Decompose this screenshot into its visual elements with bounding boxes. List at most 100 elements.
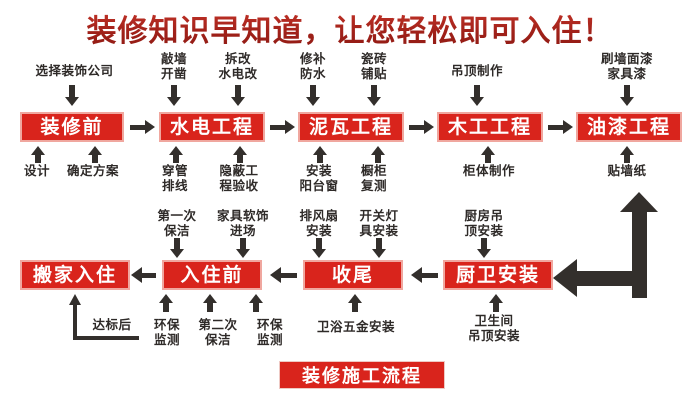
connector-bottom-0-shaft — [139, 273, 156, 278]
caption-above-top-5: 吊顶制作 — [450, 63, 503, 78]
caption-below-top-2: 穿管 排线 — [161, 163, 188, 193]
arrow-up-shaft-3 — [237, 154, 243, 163]
arrow-up2-head-4 — [489, 294, 503, 303]
arrow-down-shaft-3 — [310, 85, 316, 99]
arrow-up-head-5 — [371, 146, 385, 155]
arrow-up-head-6 — [481, 146, 495, 155]
big-connector-horizontal — [576, 271, 636, 286]
arrow-up-shaft-7 — [624, 154, 630, 163]
arrow-up2-shaft-0 — [163, 302, 169, 312]
arrow-up-head-2 — [169, 146, 183, 155]
arrow-down-shaft-6 — [624, 85, 630, 99]
connector-top-1-shaft — [270, 125, 286, 130]
arrow-up2-shaft-3 — [352, 302, 358, 312]
caption-above-bottom-3: 开关灯 具安装 — [359, 208, 399, 238]
caption-below-bottom-2: 第二次 保洁 — [198, 317, 238, 347]
caption-below-top-6: 柜体制作 — [462, 163, 515, 178]
arrow-down2-shaft-0 — [174, 238, 180, 250]
arrow-up-shaft-4 — [317, 154, 323, 163]
caption-above-bottom-4: 厨房吊 顶安装 — [464, 208, 504, 238]
arrow-up-head-1 — [88, 146, 102, 155]
feedback-arrow-head — [69, 294, 81, 305]
arrow-down2-head-1 — [236, 249, 250, 258]
arrow-up-head-3 — [233, 146, 247, 155]
arrow-down-head-0 — [65, 97, 79, 106]
arrow-down2-head-4 — [477, 249, 491, 258]
connector-top-2-head — [424, 120, 434, 134]
big-connector-left-head — [553, 259, 577, 297]
connector-top-0-shaft — [130, 125, 146, 130]
caption-below-bottom-5: 卫生间 吊顶安装 — [467, 313, 520, 343]
caption-below-bottom-3: 环保 监测 — [256, 317, 283, 347]
arrow-down-head-5 — [470, 97, 484, 106]
stage-box-top-4[interactable]: 油漆工程 — [576, 112, 682, 142]
arrow-up2-shaft-4 — [493, 302, 499, 312]
caption-below-bottom-4: 卫浴五金安装 — [316, 319, 395, 334]
connector-bottom-0-head — [131, 267, 142, 283]
caption-above-top-2: 拆改 水电改 — [218, 51, 258, 81]
page-title: 装修知识早知道，让您轻松即可入住！ — [0, 6, 700, 50]
stage-box-bottom-1[interactable]: 入住前 — [162, 260, 262, 290]
arrow-up-shaft-5 — [375, 154, 381, 163]
caption-above-top-4: 瓷砖 铺贴 — [360, 51, 387, 81]
stage-box-bottom-2[interactable]: 收尾 — [303, 260, 403, 290]
caption-below-top-7: 贴墙纸 — [607, 163, 647, 178]
arrow-up-shaft-1 — [92, 154, 98, 163]
stage-box-top-2[interactable]: 泥瓦工程 — [298, 112, 404, 142]
arrow-up-shaft-0 — [35, 154, 41, 163]
arrow-up-head-0 — [31, 146, 45, 155]
connector-top-3-head — [563, 120, 573, 134]
caption-below-top-4: 安装 阳台窗 — [299, 163, 339, 193]
arrow-down-shaft-0 — [69, 85, 75, 99]
connector-top-2-shaft — [409, 125, 425, 130]
connector-bottom-1-head — [270, 267, 281, 283]
big-connector-up-head — [620, 192, 658, 212]
stage-box-bottom-3[interactable]: 厨卫安装 — [443, 260, 553, 290]
caption-above-top-3: 修补 防水 — [299, 51, 326, 81]
feedback-line-vertical — [73, 304, 77, 340]
feedback-line-horizontal — [73, 336, 139, 340]
caption-below-top-3: 隐蔽工 程验收 — [219, 163, 259, 193]
caption-below-top-1: 确定方案 — [66, 163, 119, 178]
caption-below-top-0: 设计 — [23, 163, 50, 178]
arrow-down2-head-0 — [170, 249, 184, 258]
arrow-up2-head-3 — [348, 294, 362, 303]
caption-below-bottom-0: 达标后 — [92, 317, 132, 332]
arrow-up2-shaft-2 — [253, 302, 259, 312]
arrow-up2-head-2 — [249, 294, 263, 303]
arrow-down-head-3 — [306, 97, 320, 106]
caption-above-bottom-0: 第一次 保洁 — [157, 208, 197, 238]
stage-box-top-0[interactable]: 装修前 — [20, 112, 124, 142]
caption-above-top-6: 刷墙面漆 家具漆 — [600, 51, 653, 81]
arrow-down-shaft-2 — [235, 85, 241, 99]
arrow-down-head-1 — [167, 97, 181, 106]
arrow-up2-head-1 — [203, 294, 217, 303]
arrow-down2-shaft-2 — [316, 238, 322, 250]
footer-badge: 装修施工流程 — [279, 361, 445, 389]
caption-above-bottom-2: 排风扇 安装 — [299, 208, 339, 238]
arrow-down-head-2 — [231, 97, 245, 106]
stage-box-top-1[interactable]: 水电工程 — [159, 112, 265, 142]
arrow-down2-shaft-3 — [376, 238, 382, 250]
arrow-down2-head-3 — [372, 249, 386, 258]
arrow-down2-shaft-1 — [240, 238, 246, 250]
connector-bottom-1-shaft — [278, 273, 297, 278]
arrow-down-head-6 — [620, 97, 634, 106]
arrow-up-head-7 — [620, 146, 634, 155]
caption-below-top-5: 橱柜 复测 — [360, 163, 387, 193]
arrow-down2-shaft-4 — [481, 238, 487, 250]
arrow-down-shaft-4 — [371, 85, 377, 99]
connector-top-0-head — [145, 120, 155, 134]
connector-top-1-head — [285, 120, 295, 134]
arrow-up-head-4 — [313, 146, 327, 155]
stage-box-bottom-0[interactable]: 搬家入住 — [20, 260, 130, 290]
stage-box-top-3[interactable]: 木工工程 — [437, 112, 543, 142]
arrow-up2-head-0 — [159, 294, 173, 303]
arrow-down-head-4 — [367, 97, 381, 106]
arrow-down2-head-2 — [312, 249, 326, 258]
caption-above-top-1: 敲墙 开凿 — [160, 51, 187, 81]
caption-above-bottom-1: 家具软饰 进场 — [216, 208, 269, 238]
caption-above-top-0: 选择装饰公司 — [35, 63, 114, 78]
arrow-down-shaft-5 — [474, 85, 480, 99]
